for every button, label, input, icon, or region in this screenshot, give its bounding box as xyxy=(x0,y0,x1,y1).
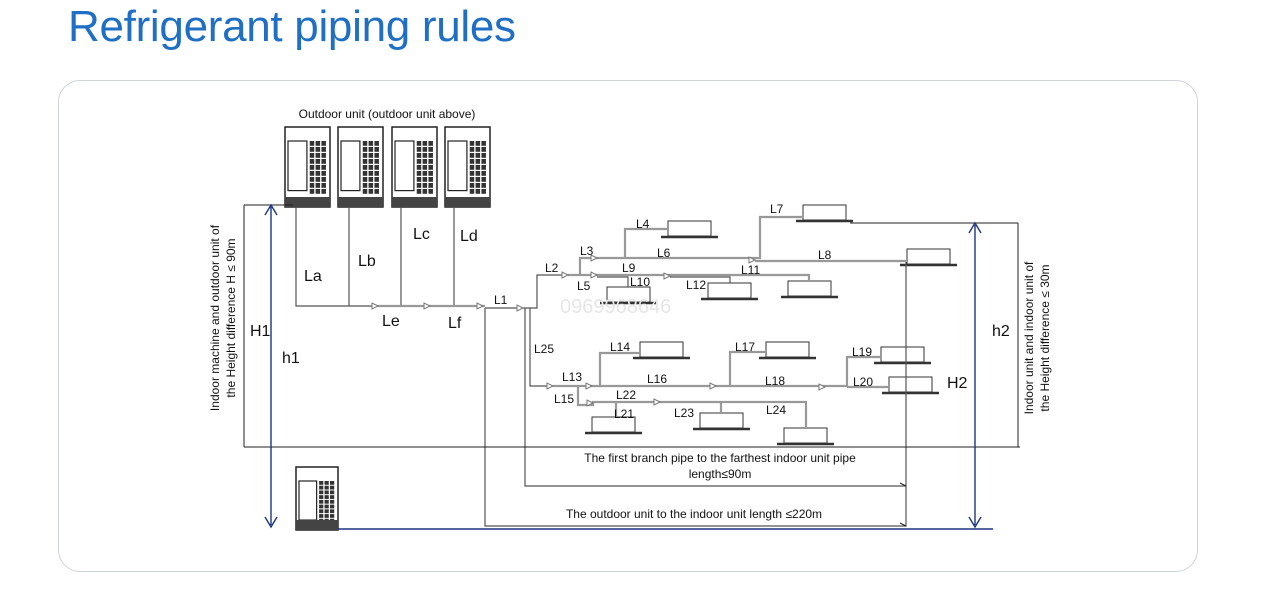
outdoor-unit-icon xyxy=(284,126,331,208)
branch-label-l9: L9 xyxy=(622,261,636,275)
svg-text:the Height difference H ≤ 90m: the Height difference H ≤ 90m xyxy=(224,238,238,397)
branch-label-l21: L21 xyxy=(614,407,634,421)
branch-joint-icon xyxy=(423,302,432,310)
outdoor-unit-icon xyxy=(444,126,491,208)
page-title: Refrigerant piping rules xyxy=(68,2,516,51)
first-branch-rule-line2: length≤90m xyxy=(689,467,752,481)
branch-joint-icon xyxy=(546,382,555,390)
pipe-label-lc: Lc xyxy=(413,226,430,243)
indoor-unit-icon xyxy=(777,427,834,446)
branch-joint-icon xyxy=(590,271,599,279)
outdoor-unit-icon xyxy=(337,126,384,208)
branch-label-l17: L17 xyxy=(735,340,755,354)
branch-label-l18: L18 xyxy=(765,374,785,388)
branch-label-l10: L10 xyxy=(630,275,650,289)
branch-joint-icon xyxy=(748,256,757,264)
outdoor-unit-icon xyxy=(295,466,339,531)
branch-label-l15: L15 xyxy=(554,392,574,406)
diagram-card xyxy=(58,80,1198,572)
left-height-rule: Indoor machine and outdoor unit of the H… xyxy=(208,224,238,411)
branch-joint-icon xyxy=(818,383,827,391)
branch-label-l5: L5 xyxy=(577,279,591,293)
watermark: 0969968646 xyxy=(560,296,671,318)
indoor-unit-icon xyxy=(874,346,931,365)
svg-text:Indoor unit and indoor unit of: Indoor unit and indoor unit of xyxy=(1022,261,1036,414)
branch-joint-icon xyxy=(561,271,570,279)
indoor-unit-icon xyxy=(701,282,758,301)
branch-joint-icon xyxy=(709,382,718,390)
branch-label-l7: L7 xyxy=(770,202,784,216)
svg-text:the Height difference ≤ 30m: the Height difference ≤ 30m xyxy=(1038,264,1052,411)
branch-label-l23: L23 xyxy=(674,406,694,420)
branch-label-l25: L25 xyxy=(534,342,554,356)
branch-label-l24: L24 xyxy=(766,403,786,417)
branch-joint-icon xyxy=(663,272,672,280)
label-h1: h1 xyxy=(282,350,300,367)
branch-joint-icon xyxy=(371,302,380,310)
right-height-rule: Indoor unit and indoor unit of the Heigh… xyxy=(1022,261,1052,414)
branch-label-l12: L12 xyxy=(686,278,706,292)
indoor-unit-icon xyxy=(693,412,750,431)
pipe-label-ld: Ld xyxy=(460,228,478,245)
branch-label-l6: L6 xyxy=(657,246,671,260)
outdoor-unit-icon xyxy=(391,126,438,208)
indoor-unit-icon xyxy=(633,341,690,360)
branch-label-l1: L1 xyxy=(494,293,508,307)
pipe-label-la: La xyxy=(304,268,322,285)
outdoor-unit-label: Outdoor unit (outdoor unit above) xyxy=(299,107,476,121)
branch-label-l22: L22 xyxy=(616,388,636,402)
branch-label-l13: L13 xyxy=(562,370,582,384)
total-length-rule: The outdoor unit to the indoor unit leng… xyxy=(566,507,822,521)
branch-joint-icon xyxy=(653,398,662,406)
pipe-label-lf: Lf xyxy=(448,315,462,332)
branch-joint-icon xyxy=(476,302,485,310)
branch-joint-icon xyxy=(585,382,594,390)
branch-label-l20: L20 xyxy=(853,375,873,389)
pipe-label-le: Le xyxy=(382,313,400,330)
indoor-unit-icon xyxy=(661,220,718,239)
branch-label-l16: L16 xyxy=(647,372,667,386)
indoor-unit-icon xyxy=(585,416,642,435)
first-branch-rule-line1: The first branch pipe to the farthest in… xyxy=(584,451,856,465)
label-H2: H2 xyxy=(947,375,968,392)
pipe-label-lb: Lb xyxy=(358,253,376,270)
branch-label-l4: L4 xyxy=(636,217,650,231)
branch-label-l2: L2 xyxy=(545,261,559,275)
branch-label-l8: L8 xyxy=(818,248,832,262)
indoor-unit-icon xyxy=(759,341,816,360)
label-H1: H1 xyxy=(250,323,271,340)
indoor-unit-icon xyxy=(900,248,957,267)
branch-joint-icon xyxy=(590,254,599,262)
indoor-unit-icon xyxy=(781,280,838,299)
indoor-unit-icon xyxy=(796,204,853,223)
indoor-unit-icon xyxy=(882,376,939,395)
branch-label-l3: L3 xyxy=(580,244,594,258)
branch-label-l19: L19 xyxy=(852,345,872,359)
branch-joint-icon xyxy=(516,304,525,312)
branch-label-l14: L14 xyxy=(610,340,630,354)
branch-label-l11: L11 xyxy=(741,263,760,277)
branch-labels: L1L2L3L4L5L6L7L8L9L10L11L12L13L14L15L16L… xyxy=(494,202,873,421)
svg-text:Indoor machine and outdoor uni: Indoor machine and outdoor unit of xyxy=(208,224,222,411)
dimension-lines xyxy=(243,203,1020,530)
branch-joint-icon xyxy=(586,399,595,407)
label-h2: h2 xyxy=(992,323,1010,340)
